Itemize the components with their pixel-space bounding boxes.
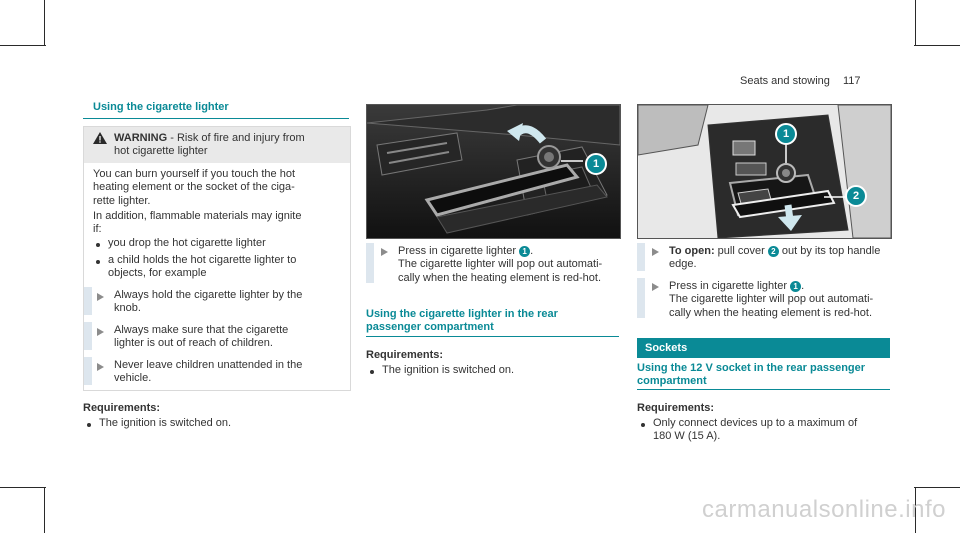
- step-press-lighter: Press in cigarette lighter 1. The cigare…: [669, 280, 874, 319]
- step-bar: [84, 322, 92, 350]
- header-section: Seats and stowing: [740, 75, 830, 87]
- bullet: [641, 423, 645, 427]
- bullet: [96, 243, 100, 247]
- step-bar: [366, 243, 374, 283]
- requirements-label: Requirements:: [637, 402, 715, 414]
- warning-para-2: In addition, flammable materials may ign…: [93, 210, 302, 236]
- step-arrow-icon: [652, 248, 659, 256]
- step-bar: [637, 278, 645, 318]
- step-bar: [637, 243, 645, 271]
- step-arrow-icon: [97, 328, 104, 336]
- bullet: [87, 423, 91, 427]
- step-bar: [84, 287, 92, 315]
- running-header: Seats and stowing 117: [740, 75, 861, 87]
- section-rule: [366, 336, 619, 337]
- callout-badge: 2: [767, 246, 779, 257]
- requirements-label: Requirements:: [83, 402, 161, 414]
- callout-badge: 1: [790, 281, 802, 292]
- warning-step-2: Always make sure that the cigarette ligh…: [114, 324, 289, 350]
- section-title-12v-socket: Using the 12 V socket in the rear passen…: [637, 362, 866, 387]
- warning-bullet-1: you drop the hot cigarette lighter: [108, 237, 266, 249]
- warning-headline: WARNING - Risk of fire and injury from: [114, 132, 305, 144]
- section-rule: [637, 389, 890, 390]
- watermark: carmanualsonline.info: [702, 496, 946, 523]
- warning-headline-2: hot cigarette lighter: [114, 145, 208, 157]
- warning-triangle-icon: [93, 132, 107, 144]
- console-illustration: [367, 105, 620, 238]
- sockets-band: Sockets: [637, 338, 890, 358]
- step-arrow-icon: [97, 293, 104, 301]
- step-arrow-icon: [652, 283, 659, 291]
- photo-callout-1: 1: [775, 123, 797, 145]
- requirement-item: The ignition is switched on.: [382, 364, 515, 376]
- warning-step-1: Always hold the cigarette lighter by the…: [114, 289, 303, 315]
- warning-box: WARNING - Risk of fire and injury from h…: [83, 126, 351, 391]
- section-rule: [83, 118, 349, 119]
- socket-illustration: [638, 105, 891, 238]
- photo-callout-2: 2: [845, 185, 867, 207]
- warning-label: WARNING: [114, 132, 168, 144]
- cigarette-lighter-photo: 1: [366, 104, 621, 239]
- warning-step-3: Never leave children unattended in the v…: [114, 359, 303, 385]
- requirements-label: Requirements:: [366, 349, 444, 361]
- bullet: [370, 370, 374, 374]
- callout-badge: 1: [519, 246, 531, 257]
- page-number: 117: [842, 75, 861, 87]
- warning-header: [84, 127, 350, 163]
- requirement-item: Only connect devices up to a maximum of …: [653, 417, 858, 443]
- warning-bullet-2: a child holds the hot cigarette lighter …: [108, 254, 297, 280]
- step-press-lighter: Press in cigarette lighter 1. The cigare…: [398, 245, 603, 284]
- warning-para-1: You can burn yourself if you touch the h…: [93, 168, 296, 207]
- bullet: [96, 260, 100, 264]
- section-title-rear-lighter: Using the cigarette lighter in the rear …: [366, 308, 558, 333]
- photo-callout-1: 1: [585, 153, 607, 175]
- section-title-cigarette-lighter: Using the cigarette lighter: [93, 101, 229, 113]
- step-open-cover: To open: pull cover 2 out by its top han…: [669, 245, 881, 271]
- step-arrow-icon: [381, 248, 388, 256]
- socket-photo: 1 2: [637, 104, 892, 239]
- step-arrow-icon: [97, 363, 104, 371]
- step-bar: [84, 357, 92, 385]
- requirement-item: The ignition is switched on.: [99, 417, 232, 429]
